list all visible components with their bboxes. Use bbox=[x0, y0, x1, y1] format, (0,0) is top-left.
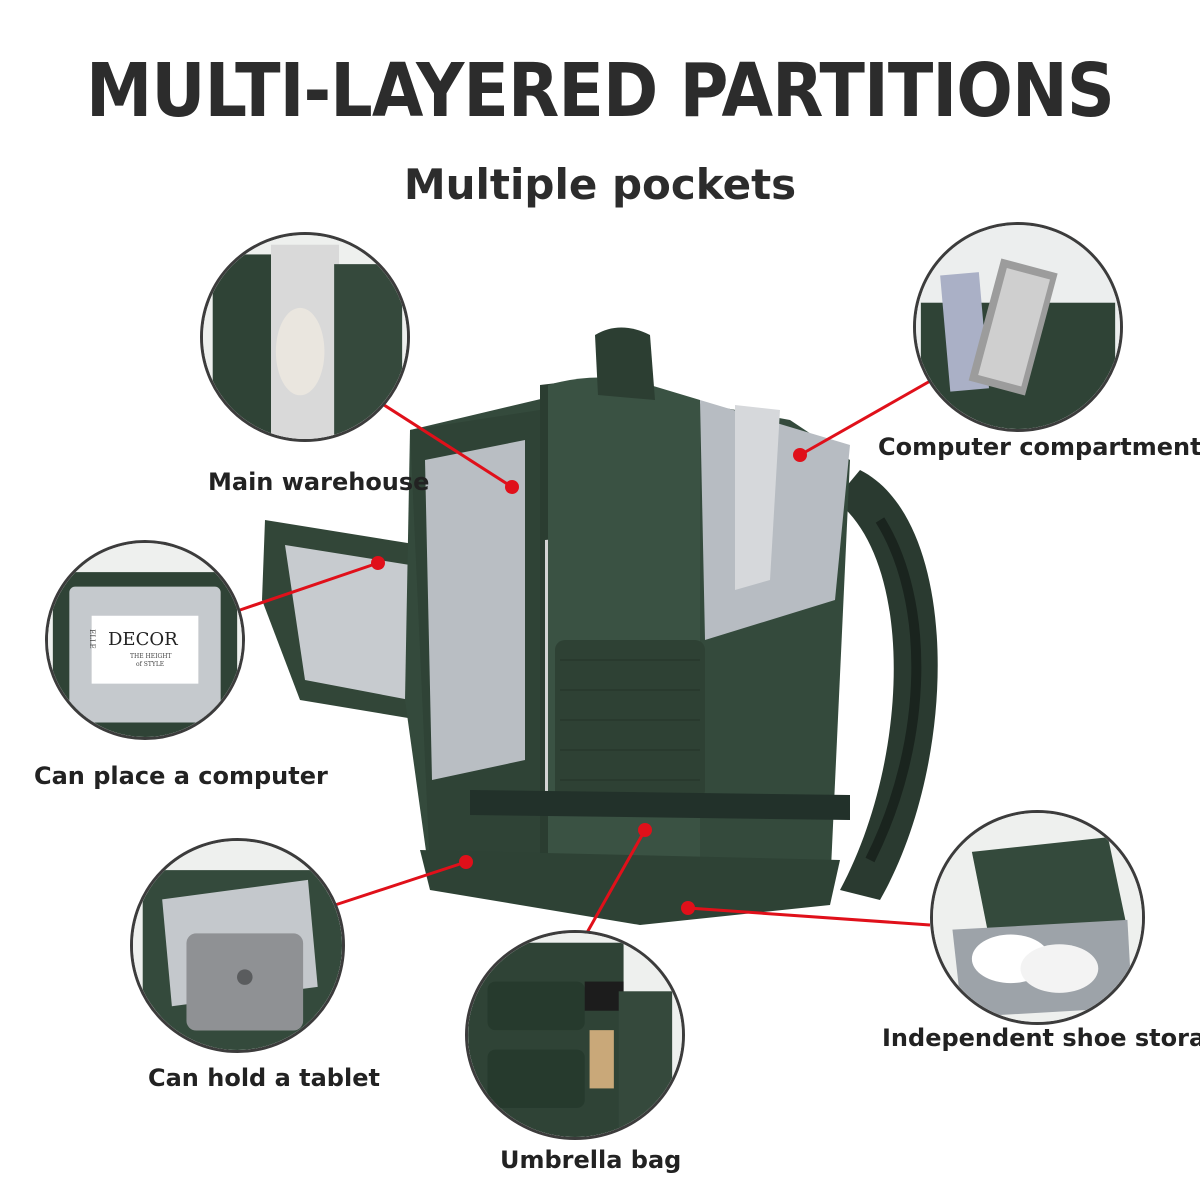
shoe-storage-label: Independent shoe storage bbox=[882, 1024, 1200, 1052]
hold-tablet-label: Can hold a tablet bbox=[148, 1064, 380, 1092]
umbrella-bag-label: Umbrella bag bbox=[500, 1146, 682, 1174]
magazine-tagline-1: THE HEIGHT bbox=[130, 653, 172, 660]
page-subtitle: Multiple pockets bbox=[403, 160, 797, 209]
place-computer-label: Can place a computer bbox=[34, 762, 328, 790]
magazine-cover: DECOR ELLE THE HEIGHT of STYLE bbox=[87, 615, 200, 685]
computer-compartment-detail bbox=[913, 222, 1123, 432]
compression-strap bbox=[470, 790, 850, 820]
magazine-side-text: ELLE bbox=[87, 629, 96, 649]
magazine-brand: DECOR bbox=[108, 629, 178, 650]
top-handle bbox=[595, 327, 655, 400]
umbrella-bag-detail bbox=[465, 930, 685, 1140]
computer-compartment-label: Computer compartment bbox=[878, 433, 1200, 461]
pointer-dots bbox=[371, 448, 807, 915]
main-warehouse-detail bbox=[200, 232, 410, 442]
hold-tablet-detail bbox=[130, 838, 345, 1053]
shoe-storage-detail bbox=[930, 810, 1145, 1025]
main-warehouse-label: Main warehouse bbox=[208, 468, 430, 496]
place-computer-detail bbox=[45, 540, 245, 740]
page-title: MULTI-LAYERED PARTITIONS bbox=[86, 48, 1115, 134]
pointer-lines bbox=[239, 378, 933, 946]
magazine-tagline-2: of STYLE bbox=[136, 661, 165, 668]
shoulder-strap bbox=[835, 470, 938, 900]
